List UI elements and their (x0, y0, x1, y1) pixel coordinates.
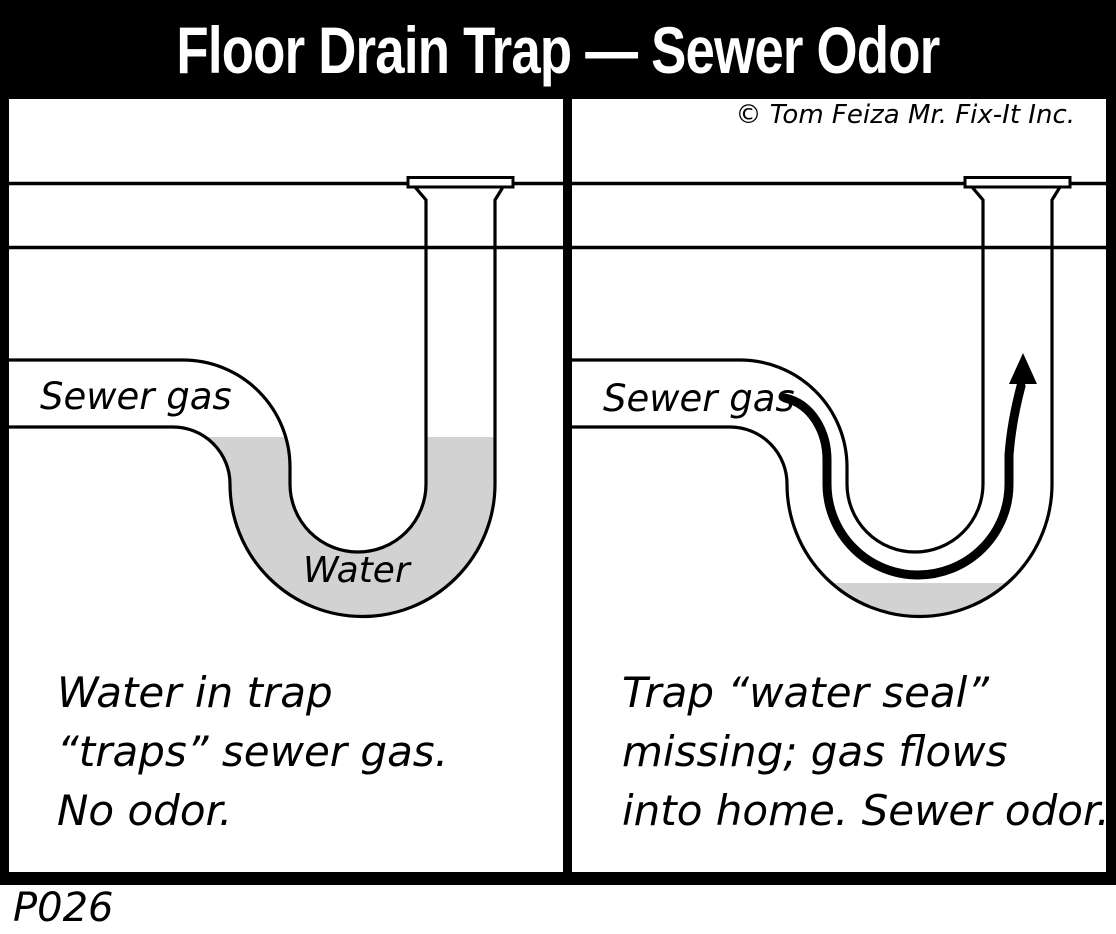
gas-flow-arrow-shaft (780, 381, 1026, 580)
panel-divider (563, 99, 572, 885)
left-caption-line-1: Water in trap (57, 668, 333, 717)
left-pipe-inner-edge (9, 185, 428, 554)
frame-bottom-border (0, 872, 1116, 885)
page-title: Floor Drain Trap — Sewer Odor (176, 12, 940, 87)
left-drain-strainer-cap (406, 176, 515, 189)
gas-flow-arrowhead-icon (1009, 353, 1037, 384)
left-caption-line-3: No odor. (57, 786, 233, 835)
right-pipe-outer-edge (571, 186, 1062, 619)
left-caption-line-2: “traps” sewer gas. (57, 727, 449, 776)
right-trap-puddle (833, 583, 1007, 616)
right-caption-line-1: Trap “water seal” (622, 668, 990, 717)
right-caption: Trap “water seal” missing; gas flows int… (622, 663, 1110, 840)
left-water-label: Water (303, 550, 410, 591)
right-sewer-gas-label: Sewer gas (603, 377, 795, 420)
diagram-code: P026 (13, 885, 114, 931)
right-pipe-inner-edge (571, 185, 985, 554)
left-sewer-gas-label: Sewer gas (40, 375, 232, 418)
left-pipe-outer-edge (9, 186, 505, 619)
frame-right-border (1106, 99, 1116, 885)
right-caption-line-2: missing; gas flows (622, 727, 1008, 776)
title-banner: Floor Drain Trap — Sewer Odor (0, 0, 1116, 99)
copyright-note: © Tom Feiza Mr. Fix-It Inc. (735, 100, 1076, 130)
left-caption: Water in trap “traps” sewer gas. No odor… (57, 663, 448, 840)
right-drain-strainer-cap (963, 176, 1072, 189)
right-caption-line-3: into home. Sewer odor. (622, 786, 1110, 835)
left-trap-water (205, 437, 495, 617)
frame-left-border (0, 99, 9, 885)
